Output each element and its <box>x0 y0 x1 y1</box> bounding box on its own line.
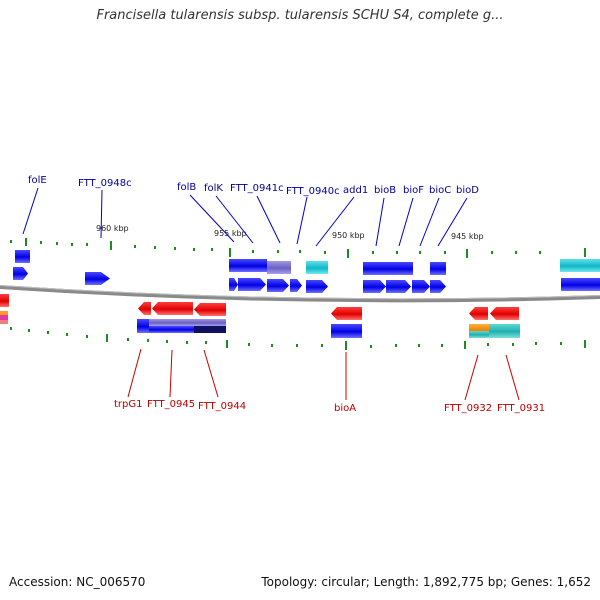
reverse-gene-labels: trpG1 FTT_0945 FTT_0944 bioA FTT_0932 FT… <box>114 399 545 414</box>
feature-bioD-block[interactable] <box>430 262 446 275</box>
scale-label-955: 955 kbp <box>214 229 247 238</box>
gene-arrow-bioC[interactable] <box>412 280 430 293</box>
forward-gene-arrows <box>13 267 600 293</box>
gene-arrow-FTT_0945[interactable] <box>152 302 193 315</box>
gene-label-FTT_0931[interactable]: FTT_0931 <box>497 403 545 414</box>
forward-gene-labels: folE FTT_0948c folB folK FTT_0941c FTT_0… <box>28 175 479 197</box>
gene-label-FTT_0945[interactable]: FTT_0945 <box>147 399 195 410</box>
gene-label-FTT_0940c[interactable]: FTT_0940c <box>286 186 340 197</box>
genome-backbone-highlight <box>0 285 600 300</box>
upper-ticks <box>10 238 586 258</box>
gene-arrow-FTT_0944[interactable] <box>194 303 226 316</box>
gene-arrow-trpG1[interactable] <box>138 302 151 315</box>
feature-bioF-block[interactable] <box>387 262 413 275</box>
scale-label-960: 960 kbp <box>96 224 129 233</box>
gene-arrow-folK[interactable] <box>238 278 266 291</box>
feature-FTT_0940c-block[interactable] <box>306 261 328 274</box>
gene-arrow-left-edge[interactable] <box>0 294 9 307</box>
feature-FTT_0932-teal[interactable] <box>469 331 489 338</box>
gene-arrow-right-edge[interactable] <box>561 278 600 291</box>
scale-label-945: 945 kbp <box>451 232 484 241</box>
reverse-gene-arrows <box>0 294 519 320</box>
feature-FTT_0945-block[interactable] <box>149 319 194 326</box>
gene-arrow-add1[interactable] <box>306 280 328 293</box>
gene-label-bioF[interactable]: bioF <box>403 185 424 196</box>
feature-left-orange[interactable] <box>0 311 8 315</box>
feature-folB-block[interactable] <box>229 259 267 272</box>
gene-label-bioD[interactable]: bioD <box>456 185 479 196</box>
gene-arrow-bioA[interactable] <box>331 307 362 320</box>
gene-label-folB[interactable]: folB <box>177 182 196 193</box>
gene-arrow-FTT_0940c-a[interactable] <box>290 279 302 292</box>
feature-folK-block[interactable] <box>267 261 291 274</box>
feature-FTT_0945-block-b[interactable] <box>149 326 194 333</box>
feature-bioA-block[interactable] <box>331 324 362 338</box>
genome-backbone <box>0 285 600 303</box>
feature-FTT_0944-block-b[interactable] <box>194 326 226 333</box>
feature-left-magenta[interactable] <box>0 315 8 320</box>
genome-stats-text: Topology: circular; Length: 1,892,775 bp… <box>261 575 591 589</box>
gene-arrow-bioF[interactable] <box>386 280 411 293</box>
gene-arrow-FTT_0931[interactable] <box>490 307 519 320</box>
gene-label-bioB[interactable]: bioB <box>374 185 396 196</box>
gene-arrow-FTT_0932[interactable] <box>469 307 488 320</box>
scale-label-950: 950 kbp <box>332 231 365 240</box>
gene-label-bioA[interactable]: bioA <box>334 403 356 414</box>
feature-FTT_0932-orange[interactable] <box>469 324 489 331</box>
gene-label-FTT_0932[interactable]: FTT_0932 <box>444 403 492 414</box>
reverse-feature-row <box>0 311 520 338</box>
gene-arrow-FTT_0941c[interactable] <box>267 279 289 292</box>
feature-trpG1-block[interactable] <box>137 319 149 333</box>
feature-FTT_0944-block[interactable] <box>194 319 226 326</box>
gene-label-folK[interactable]: folK <box>204 183 223 194</box>
lower-ticks <box>10 327 586 350</box>
gene-label-FTT_0941c[interactable]: FTT_0941c <box>230 183 284 194</box>
gene-arrow-bioD[interactable] <box>430 280 446 293</box>
gene-label-trpG1[interactable]: trpG1 <box>114 399 143 410</box>
feature-left-pink[interactable] <box>0 320 8 324</box>
feature-right-cyan-block[interactable] <box>560 259 600 272</box>
gene-label-add1[interactable]: add1 <box>343 185 368 196</box>
accession-text: Accession: NC_006570 <box>9 575 146 589</box>
gene-arrow-FTT_0948c[interactable] <box>85 272 110 285</box>
forward-leader-lines <box>22 187 468 247</box>
forward-feature-row <box>15 250 600 275</box>
gene-label-folE[interactable]: folE <box>28 175 47 186</box>
gene-label-FTT_0948c[interactable]: FTT_0948c <box>78 178 132 189</box>
gene-arrow-folB[interactable] <box>229 278 238 291</box>
genome-title: Francisella tularensis subsp. tularensis… <box>96 8 504 23</box>
gene-label-bioC[interactable]: bioC <box>429 185 451 196</box>
feature-bioB-block[interactable] <box>363 262 387 275</box>
feature-folE[interactable] <box>15 250 30 263</box>
reverse-leader-lines <box>127 348 520 401</box>
gene-label-FTT_0944[interactable]: FTT_0944 <box>198 401 246 412</box>
gene-arrow-folE[interactable] <box>13 267 28 280</box>
feature-FTT_0931-block[interactable] <box>489 324 520 338</box>
gene-arrow-bioB[interactable] <box>363 280 386 293</box>
